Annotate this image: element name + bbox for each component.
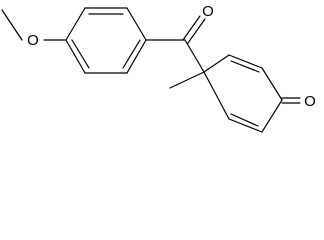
dienone-bond-6 [203,71,230,120]
dienone-bond-4 [261,99,283,133]
methoxy-group: O [1,9,67,49]
chemical-structure-diagram: O O O [1,3,316,133]
ring-inner-double-bond-b [122,39,141,69]
dienone-bond-2 [228,54,263,69]
ring-bond-3 [126,7,147,41]
carbonyl-to-quaternary-bond [184,39,205,73]
methyl-to-oxygen-bond [1,9,23,41]
dienone-double-bond-bottom [230,113,259,127]
ring-bond-6 [65,39,86,74]
dienone-bond-5 [228,118,263,133]
ring-bond-4 [126,39,147,74]
dienone-bond-3 [261,67,283,101]
benzene-ring [65,7,147,74]
ring-bond-1 [65,7,86,41]
carbonyl-oxygen-label: O [202,3,214,20]
methoxy-oxygen-label: O [27,32,39,49]
dienone-oxygen-label: O [304,93,316,110]
quaternary-methyl-bond [169,71,205,89]
cyclohexadienone-ring: O [203,54,316,133]
carbonyl-double-bond-b [187,18,206,44]
ring-inner-double-bond-c [71,39,90,69]
carbonyl-double-bond-a [182,15,201,41]
ketone-group: O [145,3,214,73]
dienone-double-bond-top [230,60,260,73]
dienone-bond-1 [203,54,230,73]
